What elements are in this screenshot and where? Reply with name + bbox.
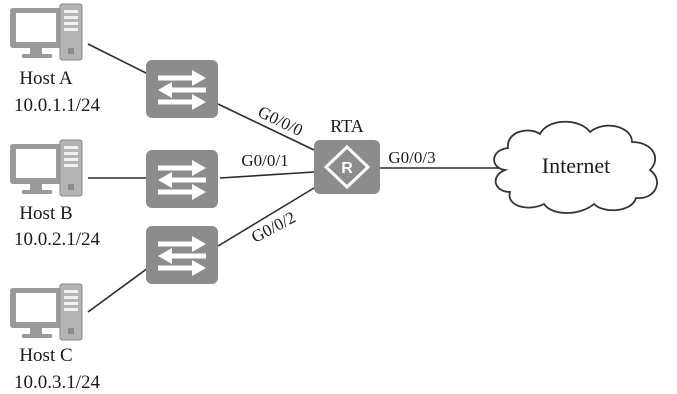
port-label-g002: G0/0/2 (248, 208, 299, 247)
link-hostC-switch3 (87, 267, 149, 313)
host-a-ip: 10.0.1.1/24 (14, 95, 101, 116)
router-name: RTA (330, 116, 363, 136)
computer-icon (9, 3, 83, 61)
host-b-ip: 10.0.2.1/24 (14, 229, 101, 250)
links (87, 43, 500, 313)
host-b: Host B 10.0.2.1/24 (9, 139, 101, 250)
svg-text:R: R (341, 160, 353, 177)
link-switch1-rta (217, 103, 315, 151)
computer-icon (9, 139, 83, 197)
router-rta: R RTA (314, 116, 380, 194)
link-switch2-rta (219, 171, 315, 179)
router-icon (314, 140, 380, 194)
link-hostA-switch1 (87, 43, 149, 75)
host-a: Host A 10.0.1.1/24 (9, 3, 101, 116)
port-label-g001: G0/0/1 (241, 151, 288, 170)
host-c-name: Host C (19, 345, 72, 366)
host-a-name: Host A (19, 68, 73, 89)
switch-icon (146, 60, 218, 118)
port-label-g003: G0/0/3 (388, 148, 435, 167)
cloud-label: Internet (542, 153, 610, 178)
switch-icon (146, 150, 218, 208)
host-c-ip: 10.0.3.1/24 (14, 372, 101, 393)
cloud-icon (493, 120, 658, 214)
computer-icon (9, 283, 83, 341)
internet-cloud: Internet (493, 120, 658, 214)
switch-icon (146, 226, 218, 284)
host-c: Host C 10.0.3.1/24 (9, 283, 101, 393)
host-b-name: Host B (19, 203, 72, 224)
link-switch3-rta (217, 187, 315, 247)
